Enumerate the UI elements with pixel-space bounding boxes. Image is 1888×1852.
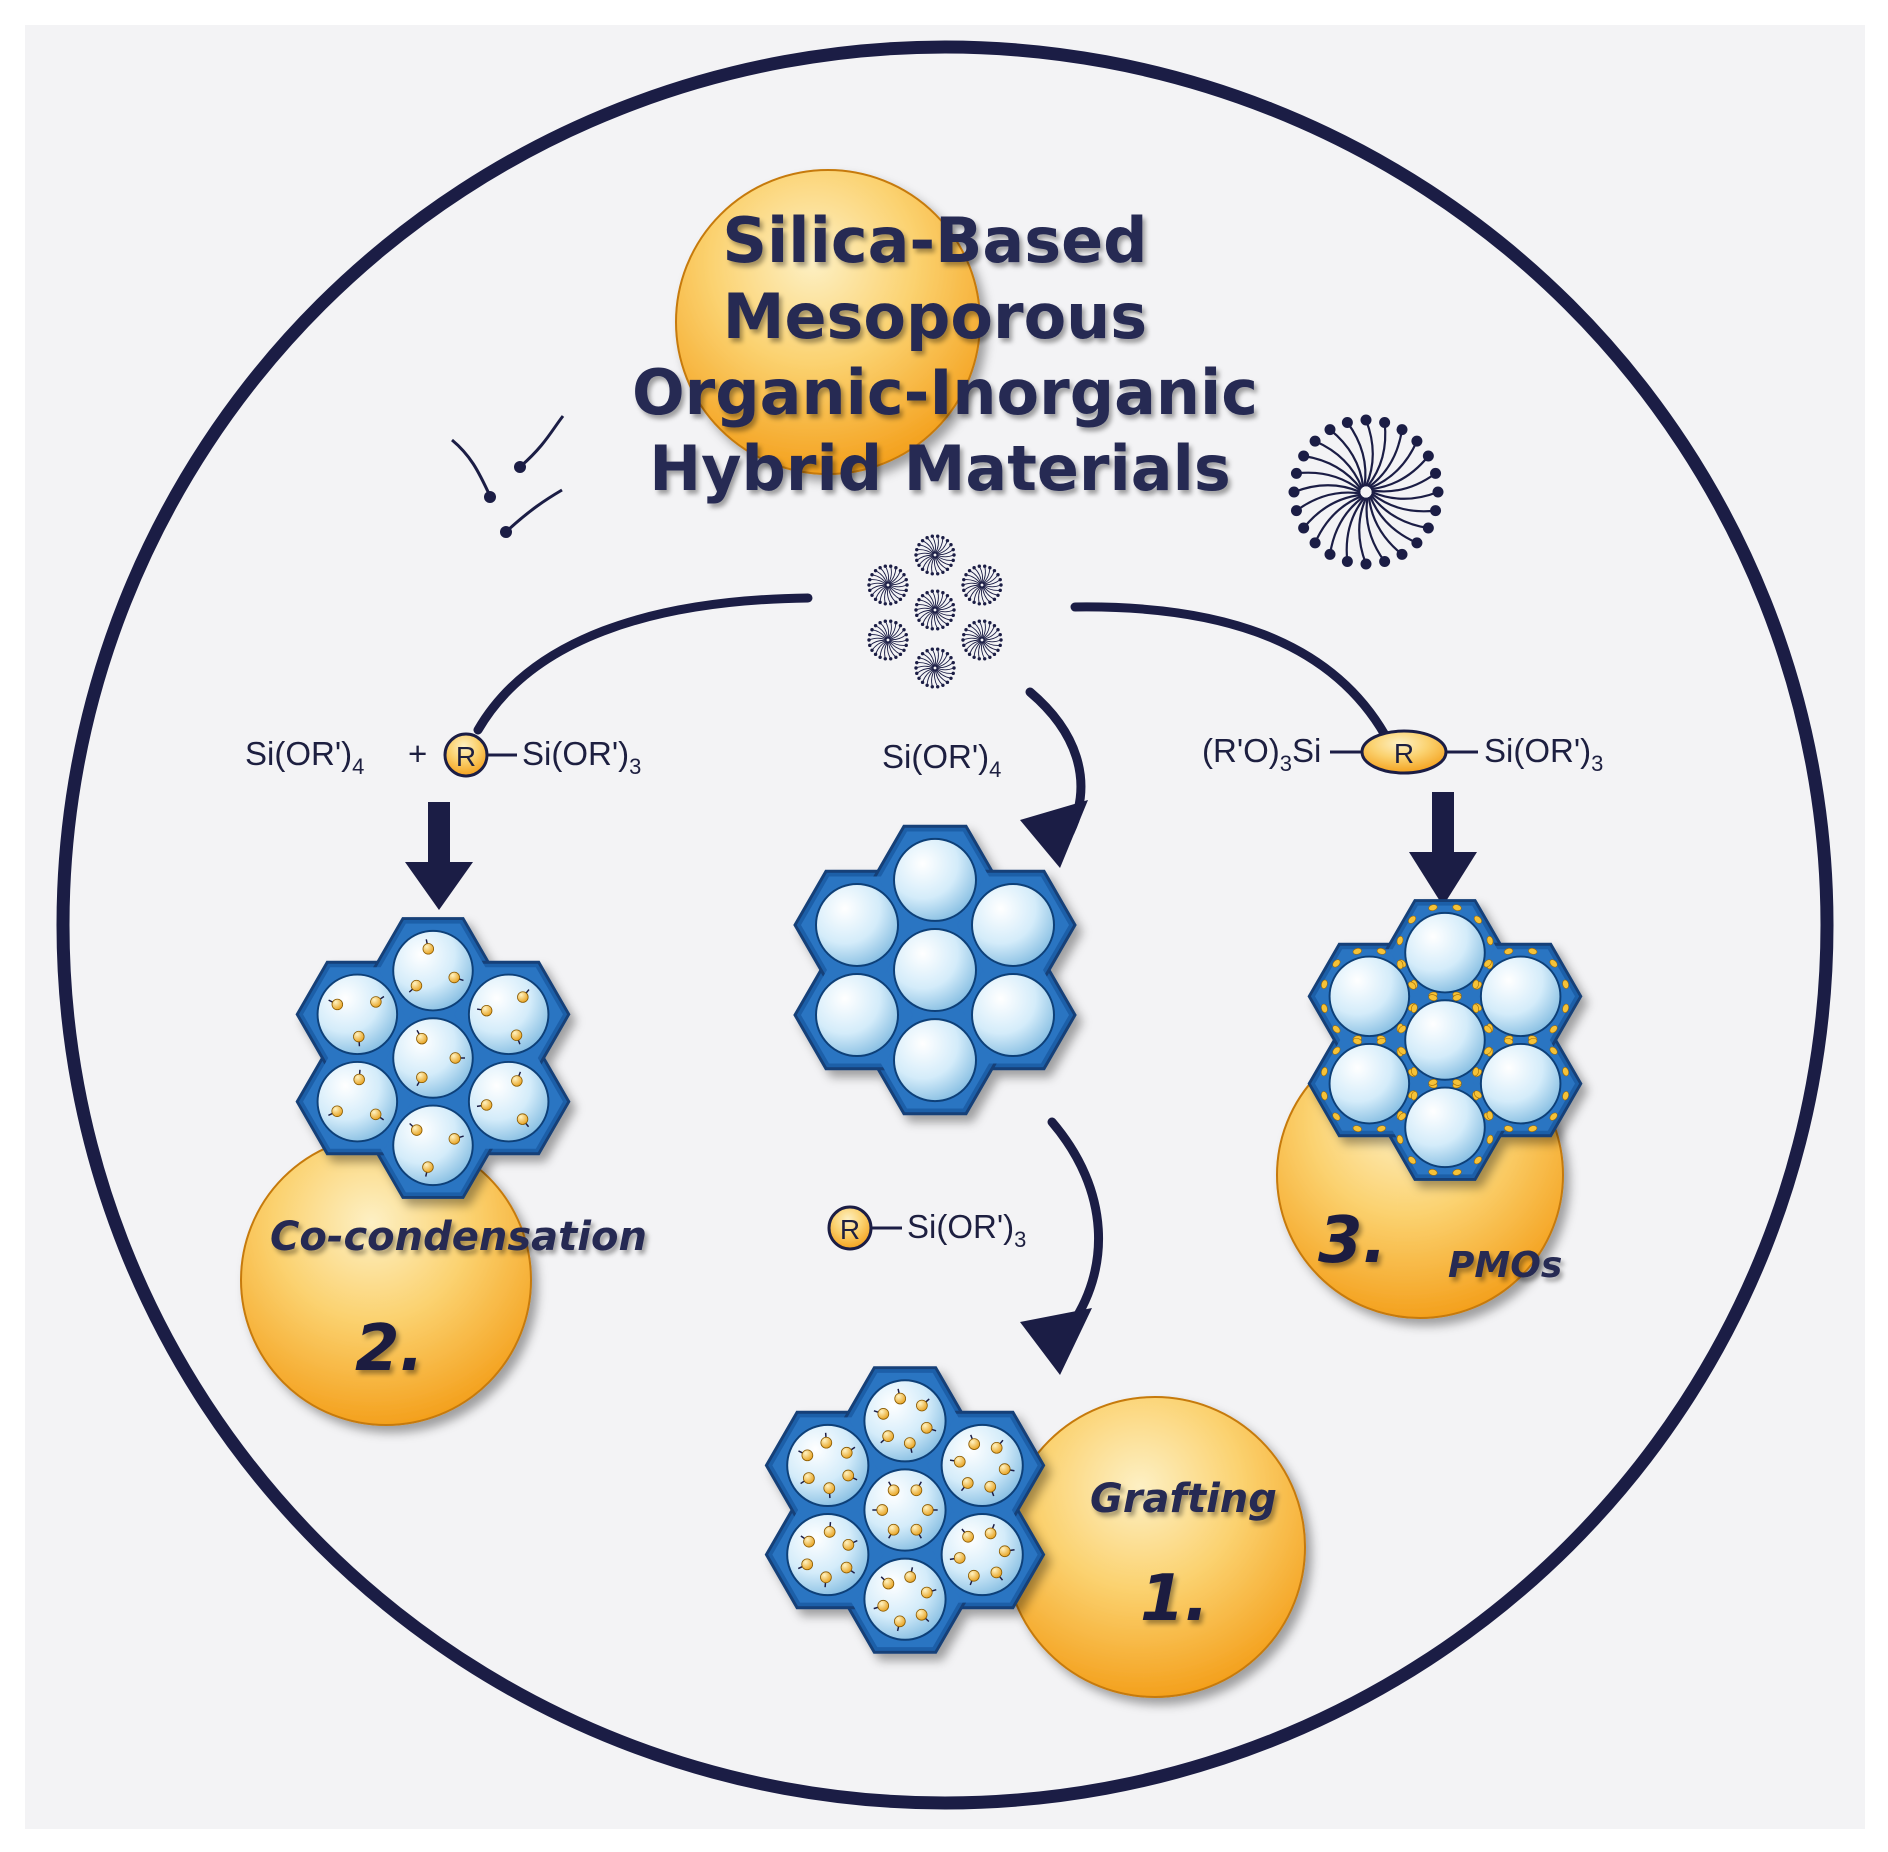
- title-orange-circle: [675, 169, 981, 475]
- grafting-precursor: R Si(OR')3: [827, 1205, 1026, 1252]
- grafting-precursor-text: Si(OR'): [907, 1208, 1014, 1245]
- grafting-r-label: R: [840, 1214, 860, 1245]
- plus-sign: +: [408, 735, 427, 772]
- grafting-precursor-sub: 3: [1014, 1227, 1026, 1252]
- pmo-precursor-right: Si(OR'): [1484, 732, 1591, 769]
- svg-text:Si(OR')4: Si(OR')4: [882, 738, 1001, 782]
- svg-text:Si(OR')3: Si(OR')3: [907, 1208, 1026, 1252]
- svg-text:Si(OR')3: Si(OR')3: [1484, 732, 1603, 776]
- grafting-mesoporous-icon: [764, 1366, 1046, 1654]
- pmo-precursor-left-sub: 3: [1280, 751, 1292, 776]
- grafting-number: 1.: [1140, 1562, 1209, 1636]
- pmo-mesoporous-icon: [1307, 899, 1583, 1181]
- grafting-label: Grafting: [1090, 1476, 1277, 1522]
- cocond-precursor-a-sub: 4: [352, 754, 364, 779]
- title-line-3: Organic-Inorganic: [632, 356, 1258, 429]
- cocondensation-number: 2.: [355, 1312, 424, 1386]
- title-line-2: Mesoporous: [723, 280, 1147, 353]
- pmo-r-label: R: [1394, 738, 1414, 769]
- template-precursor-text: Si(OR'): [882, 738, 989, 775]
- arrow-heads: [405, 792, 1477, 1375]
- svg-text:(R'O)3Si: (R'O)3Si: [1202, 732, 1321, 776]
- cocond-precursor-b-sub: 3: [629, 754, 641, 779]
- cocondensation-mesoporous-icon: [295, 917, 571, 1199]
- cocondensation-label: Co-condensation: [270, 1214, 647, 1260]
- cocond-precursor-a: Si(OR'): [245, 735, 352, 772]
- template-precursor-sub: 4: [989, 757, 1001, 782]
- svg-text:Si(OR')3: Si(OR')3: [522, 735, 641, 779]
- pmo-precursor-right-sub: 3: [1591, 751, 1603, 776]
- pmo-precursor-left: (R'O): [1202, 732, 1280, 769]
- r-group-label: R: [456, 741, 476, 772]
- template-precursor: Si(OR')4: [882, 738, 1001, 782]
- title-block: Silica-Based Mesoporous Organic-Inorgani…: [632, 204, 1258, 505]
- pmo-label: PMOs: [1448, 1245, 1562, 1286]
- pmo-number: 3.: [1318, 1204, 1387, 1278]
- outer-ring: [56, 40, 1834, 1810]
- surfactant-molecules-icon: [451, 415, 565, 538]
- cocondensation-precursors: Si(OR')4 + R Si(OR')3: [245, 732, 641, 779]
- title-line-1: Silica-Based: [722, 204, 1147, 277]
- pmo-precursor-left-tail: Si: [1292, 732, 1321, 769]
- micelle-cluster-icon: [867, 534, 1003, 689]
- grafting-circle: [1004, 1396, 1306, 1698]
- micelle-icon: [1288, 414, 1444, 570]
- pmo-precursor: (R'O)3Si R Si(OR')3: [1202, 729, 1603, 776]
- cocond-precursor-b: Si(OR'): [522, 735, 629, 772]
- mesoporous-hexagon-icon: [793, 824, 1077, 1116]
- title-line-4: Hybrid Materials: [649, 432, 1231, 505]
- svg-text:Si(OR')4: Si(OR')4: [245, 735, 364, 779]
